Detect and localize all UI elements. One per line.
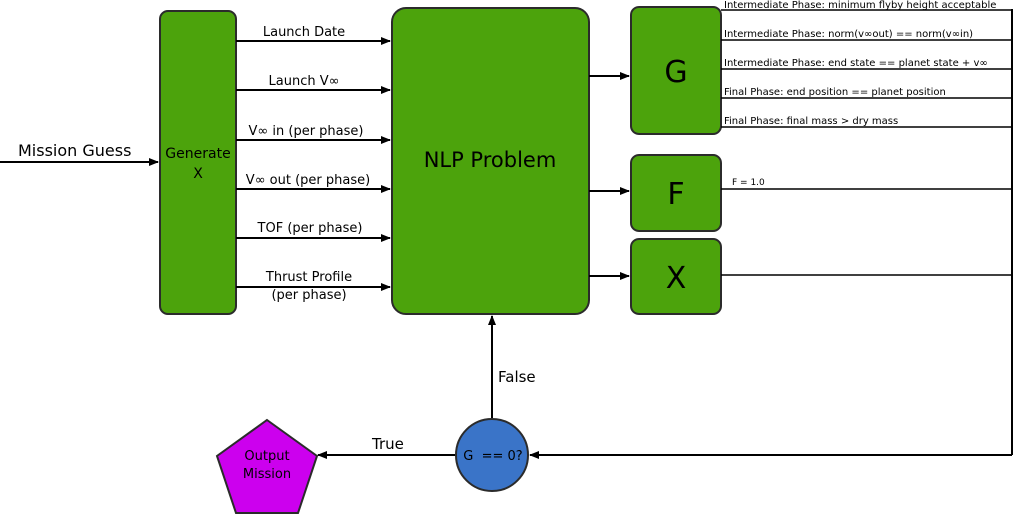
mission-guess-label: Mission Guess bbox=[18, 141, 131, 160]
parameter-arrows bbox=[236, 37, 391, 291]
nlp-problem-box bbox=[391, 7, 590, 315]
generate-x-box bbox=[159, 10, 237, 315]
constraint-5: Final Phase: final mass > dry mass bbox=[724, 116, 898, 127]
output-mission-line1: Output bbox=[244, 449, 289, 464]
f-value-label: F = 1.0 bbox=[732, 178, 765, 188]
true-label: True bbox=[371, 435, 404, 453]
constraint-lines bbox=[721, 9, 1012, 276]
nlp-problem-label: NLP Problem bbox=[424, 148, 557, 172]
generate-x-label-line1: Generate bbox=[165, 146, 230, 162]
thrust-profile-label-line2: (per phase) bbox=[271, 288, 346, 303]
launch-vinf-label: Launch V∞ bbox=[269, 74, 340, 89]
vinf-out-label: V∞ out (per phase) bbox=[246, 173, 370, 188]
tof-label: TOF (per phase) bbox=[257, 221, 363, 236]
vinf-in-label: V∞ in (per phase) bbox=[249, 124, 364, 139]
x-box bbox=[630, 238, 722, 315]
decision-node bbox=[455, 418, 529, 492]
constraint-2: Intermediate Phase: norm(v∞out) == norm(… bbox=[724, 29, 973, 40]
g-box bbox=[630, 6, 722, 135]
output-mission-shape bbox=[215, 418, 319, 514]
generate-x-label-line2: X bbox=[193, 166, 203, 182]
decision-label: G == 0? bbox=[463, 449, 522, 464]
f-box bbox=[630, 154, 722, 232]
f-box-label: F bbox=[667, 177, 684, 212]
false-label: False bbox=[498, 368, 536, 386]
constraint-3: Intermediate Phase: end state == planet … bbox=[724, 58, 988, 69]
constraint-1: Intermediate Phase: minimum flyby height… bbox=[724, 0, 996, 11]
thrust-profile-label: Thrust Profile bbox=[265, 270, 352, 285]
output-mission-line2: Mission bbox=[243, 467, 291, 482]
constraint-4: Final Phase: end position == planet posi… bbox=[724, 87, 946, 98]
x-box-label: X bbox=[666, 261, 687, 296]
g-box-label: G bbox=[664, 55, 687, 90]
launch-date-label: Launch Date bbox=[263, 25, 345, 40]
